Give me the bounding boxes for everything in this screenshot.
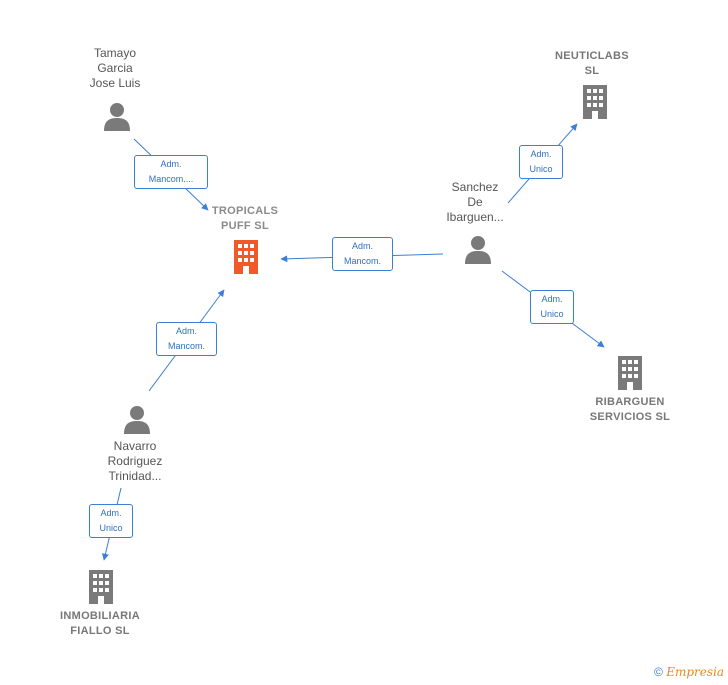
person-label: Navarro Rodriguez Trinidad... (107, 439, 163, 483)
company-node-neuticlabs[interactable]: NEUTICLABS SL (542, 49, 642, 79)
building-icon (234, 240, 258, 274)
edge-type: Unico (540, 309, 564, 319)
edge-type: Mancom. (343, 256, 381, 266)
edge-type: Mancom. (167, 341, 205, 351)
edge-type: Unico (529, 164, 553, 174)
edge-label-sanchez-ribarguen[interactable]: Adm. Unico (530, 290, 574, 324)
edge-label-sanchez-tropicals[interactable]: Adm. Mancom. (332, 237, 393, 271)
person-icon (465, 236, 491, 264)
footer-credit: © Empresia (654, 665, 724, 679)
edge-role: Adm. (530, 149, 552, 159)
person-icon (104, 103, 130, 131)
edge-role: Adm. (351, 241, 373, 251)
building-icon (618, 356, 642, 390)
edge-label-navarro-tropicals[interactable]: Adm. Mancom. (156, 322, 217, 356)
person-label: Tamayo Garcia Jose Luis (89, 46, 141, 90)
building-icon (583, 85, 607, 119)
person-node-navarro[interactable]: Navarro Rodriguez Trinidad... (80, 439, 190, 484)
edge-label-tamayo-tropicals[interactable]: Adm. Mancom.... (134, 155, 208, 189)
edge-role: Adm. (175, 326, 197, 336)
building-icon (89, 570, 113, 604)
company-label: TROPICALS PUFF SL (211, 205, 279, 232)
company-node-inmobiliaria[interactable]: INMOBILIARIA FIALLO SL (40, 609, 160, 639)
edge-role: Adm. (100, 508, 122, 518)
company-label: NEUTICLABS SL (555, 50, 629, 77)
edge-type: Unico (99, 523, 123, 533)
edge-role: Adm. (160, 159, 182, 169)
copyright-icon: © (654, 665, 663, 679)
edge-label-navarro-inmobiliaria[interactable]: Adm. Unico (89, 504, 133, 538)
company-label: INMOBILIARIA FIALLO SL (60, 610, 140, 637)
company-label: RIBARGUEN SERVICIOS SL (589, 396, 671, 423)
person-icon (124, 406, 150, 434)
edge-label-sanchez-neuticlabs[interactable]: Adm. Unico (519, 145, 563, 179)
company-node-ribarguen[interactable]: RIBARGUEN SERVICIOS SL (575, 395, 685, 425)
person-node-sanchez[interactable]: Sanchez De Ibarguen... (420, 180, 530, 225)
person-label: Sanchez De Ibarguen... (446, 180, 504, 224)
edge-role: Adm. (541, 294, 563, 304)
company-node-tropicals[interactable]: TROPICALS PUFF SL (190, 204, 300, 234)
edge-type: Mancom.... (148, 174, 194, 184)
person-node-tamayo[interactable]: Tamayo Garcia Jose Luis (60, 46, 170, 91)
brand-logo: Empresia (666, 665, 724, 679)
